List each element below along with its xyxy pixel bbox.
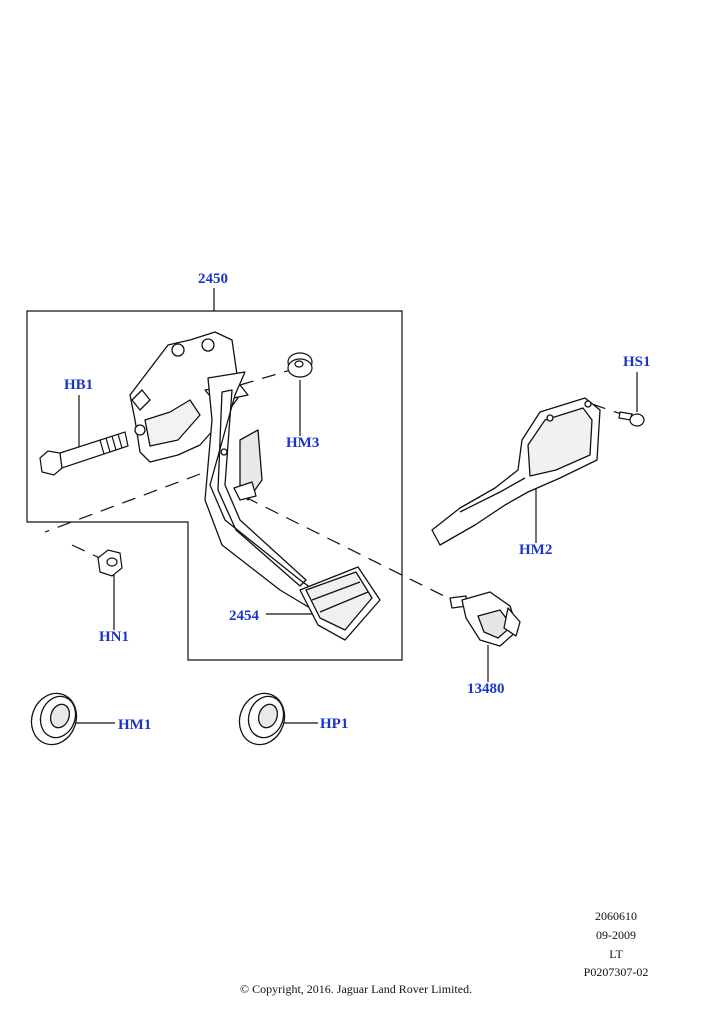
- bracket-hm2: [431, 397, 601, 546]
- dash-bracket-to-nut: [44, 473, 201, 533]
- dash-hm3: [239, 368, 295, 386]
- nut-hn1: [97, 549, 123, 577]
- assembly-frame: [26, 310, 403, 661]
- diagram-date: 09-2009: [596, 928, 636, 942]
- diagram-code: 2060610: [595, 909, 637, 923]
- bolt-hb1: [39, 431, 129, 476]
- grommet-hp1: [238, 692, 286, 746]
- screw-hs1: [618, 411, 645, 427]
- callout-hm3[interactable]: HM3: [286, 435, 320, 451]
- callout-hn1[interactable]: HN1: [99, 629, 129, 645]
- callout-13480[interactable]: 13480: [467, 681, 505, 697]
- callout-2450[interactable]: 2450: [198, 271, 228, 287]
- callout-2454[interactable]: 2454: [229, 608, 259, 624]
- dash-pedal-to-switch: [244, 496, 447, 598]
- bush-hm3: [287, 352, 313, 378]
- switch-13480: [449, 591, 521, 647]
- copyright-notice: © Copyright, 2016. Jaguar Land Rover Lim…: [240, 982, 473, 996]
- dash-hs1: [591, 403, 625, 416]
- callout-hp1[interactable]: HP1: [320, 716, 349, 732]
- callout-hs1[interactable]: HS1: [623, 354, 651, 370]
- illustration-number: P0207307-02: [583, 965, 649, 979]
- callout-hm1[interactable]: HM1: [118, 717, 152, 733]
- callout-hm2[interactable]: HM2: [519, 542, 553, 558]
- grommet-hm1: [30, 692, 78, 746]
- callout-hb1[interactable]: HB1: [64, 377, 94, 393]
- pedal-assembly: [129, 331, 381, 641]
- diagram-region: LT: [609, 947, 623, 961]
